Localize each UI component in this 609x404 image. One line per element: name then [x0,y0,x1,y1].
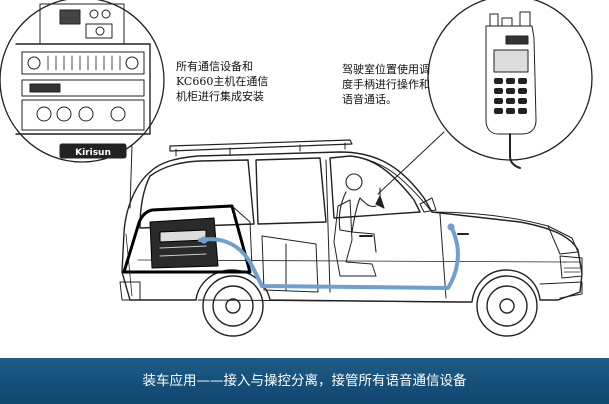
right-annotation-line: 语音通话。 [342,93,397,106]
cable-route-icon [198,223,460,290]
communication-cabinet-icon [122,204,253,274]
brand-mark: Kirisun [75,148,111,158]
handset-callout [377,0,593,195]
left-annotation-line: 机柜进行集成安装 [176,90,264,103]
radio-rack-callout [0,0,165,209]
radio-rack-icon [15,3,151,159]
seats [261,199,377,293]
right-annotation-line: 度手柄进行操作和 [342,78,430,91]
driver-icon [338,173,385,253]
left-annotation: 所有通信设备和 KC660主机在通信 机柜进行集成安装 [176,59,268,104]
caption-text: 装车应用——接入与操控分离，接管所有语音通信设备 [142,373,467,389]
right-annotation-line: 驾驶室位置使用调 [342,63,430,76]
handheld-controller-icon [485,11,537,169]
left-annotation-line: 所有通信设备和 [176,60,253,73]
right-annotation: 驾驶室位置使用调 度手柄进行操作和 语音通话。 [342,62,430,107]
rear-wheel [202,275,264,337]
left-annotation-line: KC660主机在通信 [176,75,269,88]
caption-banner [0,358,609,404]
front-wheel [476,275,538,337]
